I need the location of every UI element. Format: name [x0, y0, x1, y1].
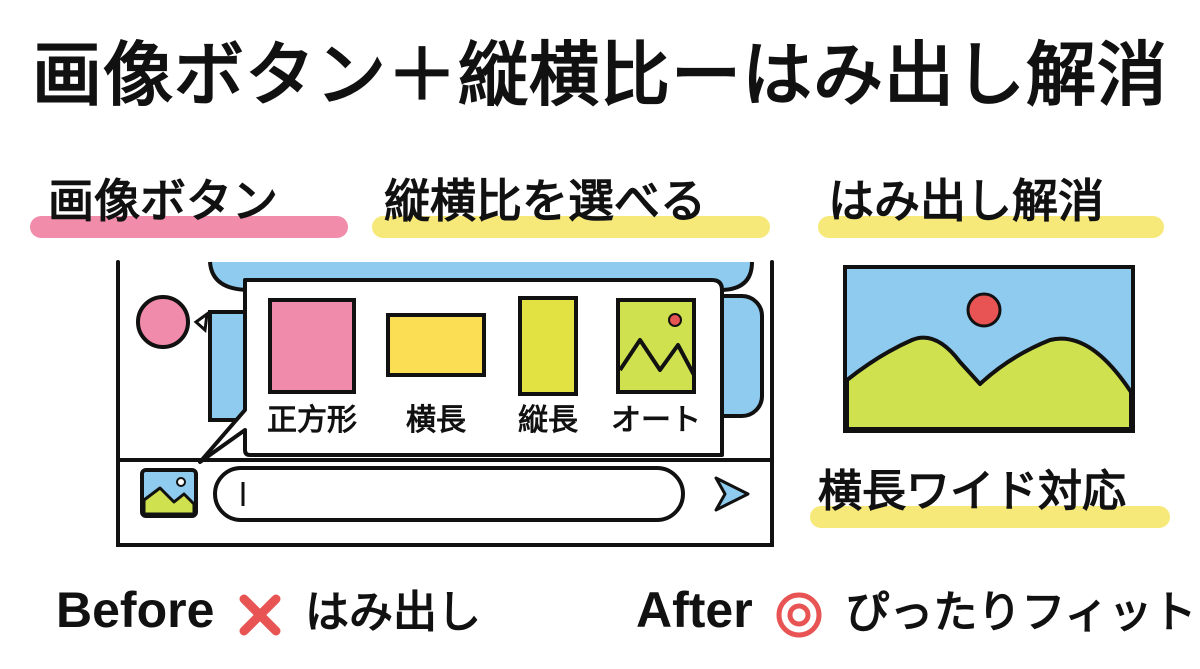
- section-title-image-button: 画像ボタン: [48, 174, 278, 228]
- avatar-speech-tail: [193, 310, 209, 334]
- option-label-auto: オート: [611, 403, 701, 438]
- after-label: After: [636, 582, 753, 638]
- double-circle-icon: [776, 592, 822, 638]
- send-icon: [714, 476, 750, 512]
- option-label-portrait: 縦長: [518, 403, 578, 438]
- message-bubble-left: [208, 310, 247, 422]
- after-text: ぴったりフィット: [845, 587, 1197, 638]
- section-title-aspect-ratio: 縦横比を選べる: [384, 174, 706, 228]
- message-input-field: [213, 466, 685, 522]
- main-title: 画像ボタン＋縦横比ーはみ出し解消: [32, 34, 1168, 116]
- highlight-wide-caption: [810, 506, 1170, 528]
- wide-image-illustration: [843, 265, 1135, 433]
- mountain-icon: [845, 335, 1133, 431]
- image-button-icon: [140, 468, 198, 518]
- highlight-aspect-ratio: [372, 216, 770, 238]
- sun-icon: [966, 292, 1002, 328]
- auto-option-icon: [616, 298, 696, 394]
- cross-icon: [239, 594, 281, 636]
- section-title-overflow-fix: はみ出し解消: [828, 174, 1104, 228]
- before-text: はみ出し: [305, 587, 482, 638]
- portrait-option-shape: [518, 296, 578, 396]
- chat-window-illustration: [116, 260, 774, 547]
- highlight-overflow-fix: [818, 216, 1164, 238]
- footer-after: After ぴったりフィット: [636, 585, 1196, 640]
- chat-window-frame: [116, 260, 774, 547]
- option-label-square: 正方形: [267, 403, 357, 438]
- wide-caption: 横長ワイド対応: [818, 466, 1126, 517]
- option-label-landscape: 横長: [406, 403, 466, 438]
- square-option-shape: [268, 298, 356, 394]
- highlight-image-button: [30, 216, 348, 238]
- before-label: Before: [56, 582, 215, 638]
- footer-before: Before はみ出し: [56, 585, 481, 639]
- avatar: [136, 295, 190, 349]
- landscape-option-shape: [386, 313, 486, 377]
